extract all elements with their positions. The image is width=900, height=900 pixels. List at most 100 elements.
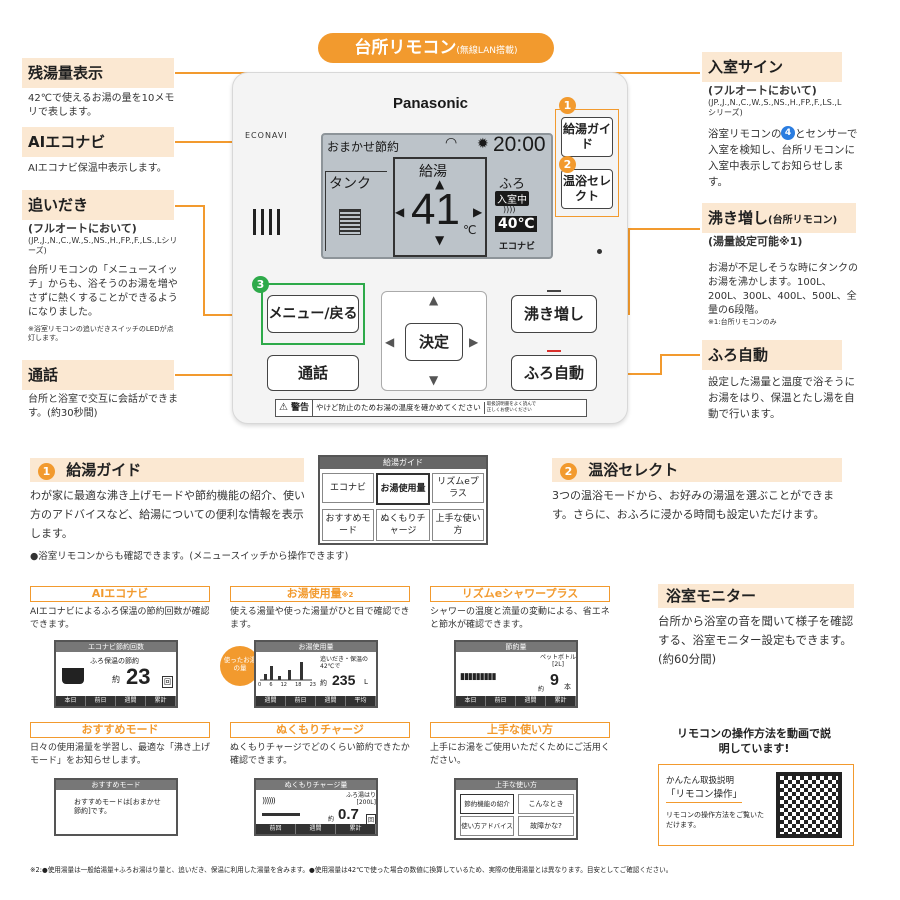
jozu-item-kosho[interactable]: 故障かな? [518, 816, 574, 836]
screen-ai-econavi-prefix: 約 [112, 675, 120, 684]
qr-box [658, 764, 854, 846]
monitor-title: 浴室モニター [666, 587, 757, 605]
bubble-used: 使ったお湯の量 [220, 646, 260, 686]
feature-oyu-shiyoryo: お湯使用量※2 使える湯量や使った湯量がひと目で確認できます。 [230, 586, 410, 632]
screen-ai-econavi-title: エコナビ節約回数 [56, 642, 176, 652]
guide-cell-rhythm[interactable]: リズムeプラス [432, 473, 484, 503]
lcd-temp: 41 [411, 185, 460, 234]
callout-wakimashi-desc: お湯が不足しそうな時にタンクのお湯を沸かします。100L、200L、300L、4… [708, 263, 858, 316]
line-tsuwa [175, 374, 267, 376]
guide-menu-screen: 給湯ガイド エコナビ お湯使用量 リズムeプラス おすすめモード ぬくもりチャー… [318, 455, 488, 545]
tsuwa-button[interactable]: 通話 [267, 355, 359, 391]
tag-onyoku-select[interactable]: 温浴セレクト [561, 169, 613, 209]
badge-2: 2 [559, 156, 576, 173]
screen-nukumori-tabs: 前回週間累計 [256, 824, 376, 834]
kyuto-guide-title: 給湯ガイド [66, 461, 142, 479]
furo-auto-led [547, 350, 561, 352]
callout-zantoryo: 残湯量表示 [22, 58, 174, 88]
line-furo-auto-h [596, 373, 662, 375]
screen-nukumori: ぬくもりチャージ量 )))))) ふろ湯はり[200L] 約 0.7 回 前回週… [254, 778, 378, 836]
callout-ai-econavi-desc: AIエコナビ保温中表示します。 [28, 163, 167, 174]
wakimashi-button[interactable]: 沸き増し [511, 295, 597, 333]
jozu-item-advice[interactable]: 使い方アドバイス [460, 816, 514, 836]
dpad-down-icon[interactable]: ▼ [429, 373, 439, 387]
guide-cell-nukumori[interactable]: ぬくもりチャージ [376, 509, 430, 541]
jozu-item-konna[interactable]: こんなとき [518, 794, 574, 814]
screen-osusume-title: おすすめモード [56, 780, 176, 790]
lcd-eco: エコナビ [499, 242, 536, 252]
feature-ai-econavi: AIエコナビ AIエコナビによるふろ保温の節約回数が確認できます。 [30, 586, 210, 632]
dpad-right-icon[interactable]: ▶ [469, 335, 479, 349]
speaker-grille [253, 209, 283, 235]
guide-cell-osusume[interactable]: おすすめモード [322, 509, 374, 541]
line-wakimashi [628, 228, 700, 230]
tag-kyuto-guide[interactable]: 給湯ガイド [561, 117, 613, 157]
guide-menu-header: 給湯ガイド [320, 457, 486, 469]
feature-rhythm: リズムeシャワープラス シャワーの温度と流量の変動による、省エネと節水が確認でき… [430, 586, 610, 632]
footnote: ※2:●使用湯量は一般給湯量+ふろお湯はり量と、追いだき、保温に利用した湯量を含… [30, 866, 673, 874]
guide-cell-econavi[interactable]: エコナビ [322, 473, 374, 503]
screen-oyu-prefix: 約 [320, 679, 327, 687]
guide-cell-oyu[interactable]: お湯使用量 [376, 473, 430, 505]
furo-auto-button[interactable]: ふろ自動 [511, 355, 597, 391]
badge-3: 3 [252, 276, 269, 293]
jozu-item-setsuyaku[interactable]: 節約機能の紹介 [460, 794, 514, 814]
screen-oyu-tabs: 週間前日週間平均 [256, 696, 376, 706]
qr-heading: リモコンの操作方法を動画で説明しています! [677, 727, 831, 755]
dpad-left-icon[interactable]: ◀ [385, 335, 395, 349]
feature-nukumori: ぬくもりチャージ ぬくもりチャージでどのくらい節約できたか確認できます。 [230, 722, 410, 768]
kitchen-remote: Panasonic ECONAVI おまかせ節約 ◠ ✹ 20:00 タンク 給… [232, 72, 628, 424]
screen-rhythm-unit: 本 [564, 683, 571, 691]
indicator-dot [597, 249, 602, 254]
feature-jozu-desc: 上手にお湯をご使用いただくためにご活用ください。 [430, 743, 610, 766]
callout-furo-auto-desc: 設定した湯量と温度で浴そうにお湯をはり、保温とたし湯を自動で行います。 [708, 376, 855, 420]
screen-oyu-line: 追いだき・保温の42℃で [320, 656, 369, 670]
kyuto-guide-heading: 1 給湯ガイド [30, 458, 304, 482]
dpad-up-icon[interactable]: ▲ [429, 293, 439, 307]
kyuto-guide-badge: 1 [38, 463, 55, 480]
callout-wakimashi-sub: (湯量設定可能※1) [708, 235, 803, 248]
nukumori-bath-icon: )))))) [262, 796, 300, 816]
callout-oidaki: 追いだき [22, 190, 174, 220]
screen-jozu: 上手な使い方 節約機能の紹介 こんなとき 使い方アドバイス 故障かな? [454, 778, 578, 840]
lcd-tank-frame [325, 171, 387, 251]
screen-nukumori-line: ふろ湯はり[200L] [345, 792, 376, 806]
tank-level-icon [339, 209, 361, 235]
onyoku-badge: 2 [560, 463, 577, 480]
feature-jozu-title: 上手な使い方 [430, 722, 610, 738]
kyuto-guide-desc: わが家に最適な沸き上げモードや節約機能の紹介、使い方のアドバイスなど、給湯につい… [30, 489, 305, 540]
qr-code-icon[interactable] [776, 772, 842, 838]
screen-osusume: おすすめモード おすすめモードは[おまかせ節約]です。 [54, 778, 178, 836]
screen-ai-econavi-value: 23 [126, 664, 151, 689]
screen-osusume-line: おすすめモードは[おまかせ節約]です。 [74, 798, 161, 815]
arrow-left-icon: ◀ [395, 205, 405, 219]
lcd-unit: ℃ [463, 223, 477, 237]
lcd-nyushitsu: 入室中 [495, 191, 529, 206]
kyuto-guide-note: ●浴室リモコンからも確認できます。(メニュースイッチから操作できます) [30, 551, 349, 562]
line-wakimashi-v [628, 228, 630, 314]
screen-rhythm-title: 節約量 [456, 642, 576, 652]
menu-back-button[interactable]: メニュー/戻る [267, 295, 359, 333]
warning-title: 警告 [290, 403, 309, 413]
screen-rhythm: 節約量 ペットボトル[2L] ▮▮▮▮▮▮▮▮▮ 約 9 本 本日前日週間累計 [454, 640, 578, 708]
wifi-icon: ◠ [445, 135, 458, 151]
lcd-screen: おまかせ節約 ◠ ✹ 20:00 タンク 給湯 ▲ ▼ ◀ ▶ 41 ℃ ふろ … [321, 133, 553, 259]
screen-rhythm-prefix: 約 [538, 686, 545, 693]
line-oidaki [175, 205, 203, 207]
wakimashi-led [547, 290, 561, 292]
lcd-clock: 20:00 [493, 133, 546, 156]
arrow-up-icon: ▲ [435, 177, 445, 191]
kettei-button[interactable]: 決定 [405, 323, 463, 361]
line-furo-auto [660, 354, 700, 356]
guide-cell-jozu[interactable]: 上手な使い方 [432, 509, 484, 541]
callout-nyushitsu-sub: (フルオートにおいて) [708, 84, 817, 97]
remote-title: 台所リモコン(無線LAN搭載) [318, 33, 554, 63]
callout-oidaki-desc: 台所リモコンの「メニュースイッチ」からも、浴そうのお湯を増やさずに熱くすることが… [28, 265, 178, 318]
qr-label2: 「リモコン操作」 [666, 786, 743, 803]
onyoku-title: 温浴セレクト [588, 461, 679, 479]
callout-tsuwa-desc: 台所と浴室で交互に会話ができます。(約30秒間) [28, 394, 178, 419]
feature-osusume-title: おすすめモード [30, 722, 210, 738]
callout-ai-econavi: AIエコナビ [22, 127, 174, 157]
screen-nukumori-title: ぬくもりチャージ量 [256, 780, 376, 790]
